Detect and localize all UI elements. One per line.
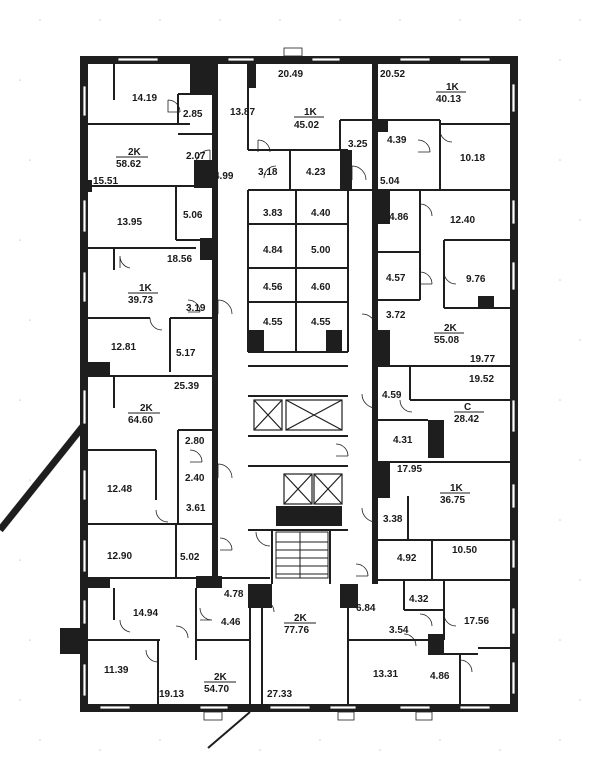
apartment-type-label: 2K — [294, 613, 308, 624]
room-area-label: 5.17 — [176, 348, 196, 359]
apartment-area-label: 64.60 — [128, 415, 153, 426]
room-area-label: 4.55 — [263, 317, 283, 328]
apartment-area-label: 45.02 — [294, 120, 319, 131]
apartment-type-label: 2K — [444, 323, 458, 334]
room-area-label: 2.40 — [185, 473, 205, 484]
room-area-label: 2.07 — [186, 151, 206, 162]
room-area-label: 4.84 — [263, 245, 283, 256]
room-area-label: 14.94 — [133, 608, 158, 619]
room-area-label: 3.25 — [348, 139, 368, 150]
apartment-area-label: 28.42 — [454, 414, 479, 425]
room-area-label: 10.18 — [460, 153, 485, 164]
room-area-label: 2.80 — [185, 436, 205, 447]
room-area-label: 4.31 — [393, 435, 413, 446]
apartment-area-label: 54.70 — [204, 684, 229, 695]
room-area-label: 4.40 — [311, 208, 331, 219]
room-area-label: 13.87 — [230, 107, 255, 118]
room-area-label: 27.33 — [267, 689, 292, 700]
room-area-label: 15.51 — [93, 176, 118, 187]
dot-grid — [19, 19, 581, 751]
room-area-label: 3.61 — [186, 503, 206, 514]
room-area-label: 3.72 — [386, 310, 406, 321]
apartment-type-label: C — [464, 402, 471, 413]
apartment-labels: 1K 40.13 1K 45.02 2K 58.62 1K 39.73 2K 5… — [116, 82, 484, 695]
room-area-label: 19.52 — [469, 374, 494, 385]
room-area-label: 4.86 — [430, 671, 450, 682]
room-area-label: 5.02 — [180, 552, 200, 563]
room-area-label: 4.46 — [221, 617, 241, 628]
room-area-label: 4.23 — [306, 167, 326, 178]
windows — [82, 47, 516, 721]
room-area-label: 19.13 — [159, 689, 184, 700]
inner-walls — [80, 64, 494, 654]
room-area-label: 2.85 — [183, 109, 203, 120]
room-area-label: 4.55 — [311, 317, 331, 328]
elevators — [253, 399, 343, 526]
room-area-label: 4.78 — [224, 589, 244, 600]
apartment-area-label: 55.08 — [434, 335, 459, 346]
room-area-label: 19.77 — [470, 354, 495, 365]
room-area-label: 5.00 — [311, 245, 331, 256]
room-area-label: 4.57 — [386, 273, 406, 284]
doors — [119, 99, 473, 673]
room-area-label: 12.48 — [107, 484, 132, 495]
diagonal-line — [0, 422, 87, 533]
room-area-label: 12.40 — [450, 215, 475, 226]
room-area-label: 20.52 — [380, 69, 405, 80]
apartment-area-label: 58.62 — [116, 159, 141, 170]
room-area-label: 5.06 — [183, 210, 203, 221]
room-area-label: 12.81 — [111, 342, 136, 353]
room-area-label: 11.39 — [104, 665, 129, 676]
apartment-type-label: 1K — [450, 483, 464, 494]
room-area-label: 4.39 — [387, 135, 407, 146]
room-area-label: 4.32 — [409, 594, 429, 605]
apartment-type-label: 1K — [446, 82, 460, 93]
room-area-label: 13.31 — [373, 669, 398, 680]
room-area-label: 3.19 — [186, 303, 206, 314]
room-area-label: 17.56 — [464, 616, 489, 627]
room-area-label: 9.76 — [466, 274, 486, 285]
room-area-label: 3.18 — [258, 167, 278, 178]
apartment-type-label: 1K — [304, 107, 318, 118]
room-area-label: 17.95 — [397, 464, 422, 475]
apartment-area-label: 39.73 — [128, 295, 153, 306]
room-area-label: 4.56 — [263, 282, 283, 293]
room-area-label: 13.95 — [117, 217, 142, 228]
apartment-area-label: 77.76 — [284, 625, 309, 636]
diagonal-line — [207, 711, 251, 749]
apartment-type-label: 1K — [139, 283, 153, 294]
room-area-label: 5.04 — [380, 176, 400, 187]
apartment-area-label: 36.75 — [440, 495, 465, 506]
apartment-type-label: 2K — [140, 403, 154, 414]
room-area-label: 3.54 — [389, 625, 409, 636]
room-area-label: 4.92 — [397, 553, 417, 564]
room-area-label: 4.99 — [214, 171, 234, 182]
room-area-label: 20.49 — [278, 69, 303, 80]
room-area-label: 6.84 — [356, 603, 376, 614]
room-area-label: 14.19 — [132, 93, 157, 104]
room-area-label: 3.38 — [383, 514, 403, 525]
room-area-label: 25.39 — [174, 381, 199, 392]
room-area-label: 4.60 — [311, 282, 331, 293]
room-area-label: 10.50 — [452, 545, 477, 556]
stairs — [275, 531, 329, 579]
apartment-type-label: 2K — [128, 147, 142, 158]
room-area-label: 12.90 — [107, 551, 132, 562]
apartment-area-label: 40.13 — [436, 94, 461, 105]
room-area-label: 4.86 — [389, 212, 409, 223]
room-labels: 14.19 2.85 13.87 20.49 20.52 2.07 3.18 4… — [93, 69, 495, 700]
room-area-label: 18.56 — [167, 254, 192, 265]
room-area-label: 4.59 — [382, 390, 402, 401]
room-area-label: 3.83 — [263, 208, 283, 219]
apartment-type-label: 2K — [214, 672, 228, 683]
